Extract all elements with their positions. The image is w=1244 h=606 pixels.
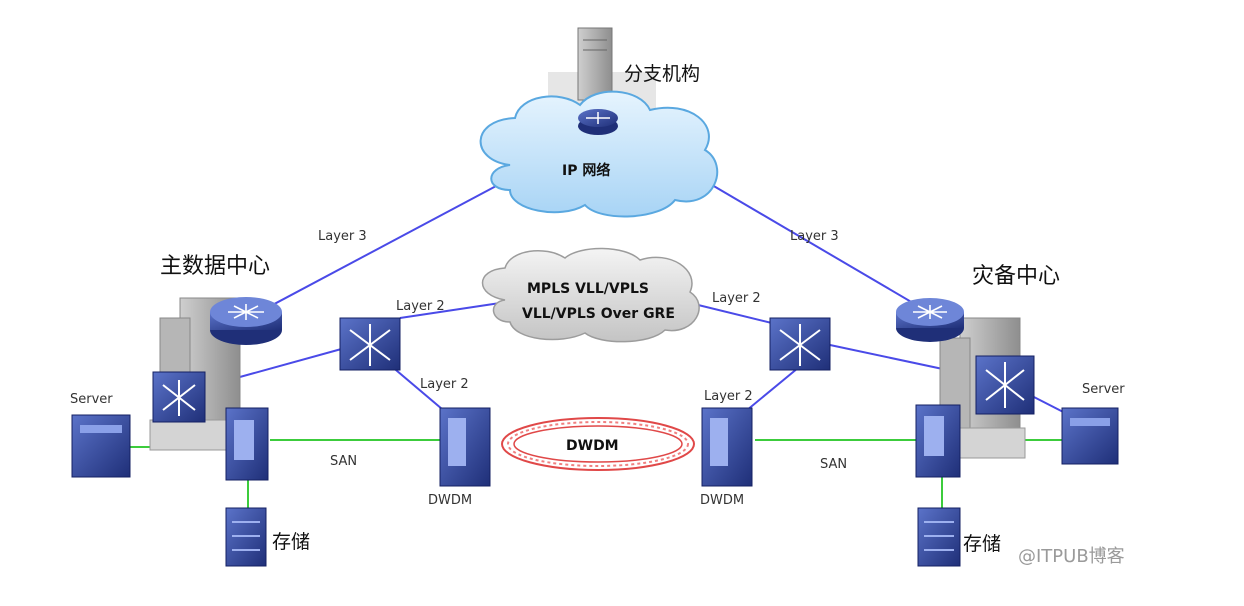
main-dc-fc-switch xyxy=(225,407,269,481)
branch-router xyxy=(578,109,618,135)
layer2-right-down-label: Layer 2 xyxy=(704,389,753,404)
storage-right-label: 存储 xyxy=(963,533,1001,555)
main-dc-label: 主数据中心 xyxy=(160,254,270,279)
server-right-label: Server xyxy=(1082,382,1125,397)
branch-server-icon xyxy=(577,27,613,101)
layer2-link-right-top xyxy=(689,302,781,326)
mpls-label-line1: MPLS VLL/VPLS xyxy=(527,281,649,297)
storage-right xyxy=(917,507,961,567)
layer2-right-top-label: Layer 2 xyxy=(712,291,761,306)
ip-network-label: IP 网络 xyxy=(562,162,610,179)
dr-center-fc-switch xyxy=(915,404,961,478)
layer3-link-left xyxy=(247,184,499,319)
dwdm-ring: DWDM xyxy=(501,417,695,471)
server-left-label: Server xyxy=(70,392,113,407)
main-dc-router xyxy=(210,297,282,345)
branch-label: 分支机构 xyxy=(624,63,700,85)
storage-left xyxy=(225,507,267,567)
dwdm-left-label: DWDM xyxy=(428,493,472,508)
edge-switch-right xyxy=(769,317,831,371)
mpls-label-line2: VLL/VPLS Over GRE xyxy=(522,306,675,322)
layer3-right-label: Layer 3 xyxy=(790,229,839,244)
dwdm-ring-label: DWDM xyxy=(566,438,619,454)
san-left-label: SAN xyxy=(330,454,357,469)
ip-network-cloud: IP 网络 xyxy=(479,90,719,218)
storage-left-label: 存储 xyxy=(272,531,310,553)
san-right-label: SAN xyxy=(820,457,847,472)
server-right xyxy=(1061,407,1119,465)
dr-center-switch xyxy=(975,355,1035,415)
layer3-link-right xyxy=(711,184,926,311)
layer2-link-left-top xyxy=(399,302,501,319)
dwdm-right-label: DWDM xyxy=(700,493,744,508)
watermark: @ITPUB博客 xyxy=(1018,546,1125,567)
dr-center-label: 灾备中心 xyxy=(972,264,1060,289)
layer2-left-down-label: Layer 2 xyxy=(420,377,469,392)
server-left xyxy=(71,414,131,478)
layer3-left-label: Layer 3 xyxy=(318,229,367,244)
layer2-left-top-label: Layer 2 xyxy=(396,299,445,314)
dwdm-device-right xyxy=(701,407,753,487)
edge-switch-left xyxy=(339,317,401,371)
dr-center-router xyxy=(896,298,964,342)
main-dc-switch xyxy=(152,371,206,423)
mpls-cloud: MPLS VLL/VPLS VLL/VPLS Over GRE xyxy=(481,247,700,343)
dr-center: 灾备中心 Server 存储 xyxy=(896,264,1125,567)
main-dc: 主数据中心 Server xyxy=(70,254,310,567)
dwdm-device-left xyxy=(439,407,491,487)
